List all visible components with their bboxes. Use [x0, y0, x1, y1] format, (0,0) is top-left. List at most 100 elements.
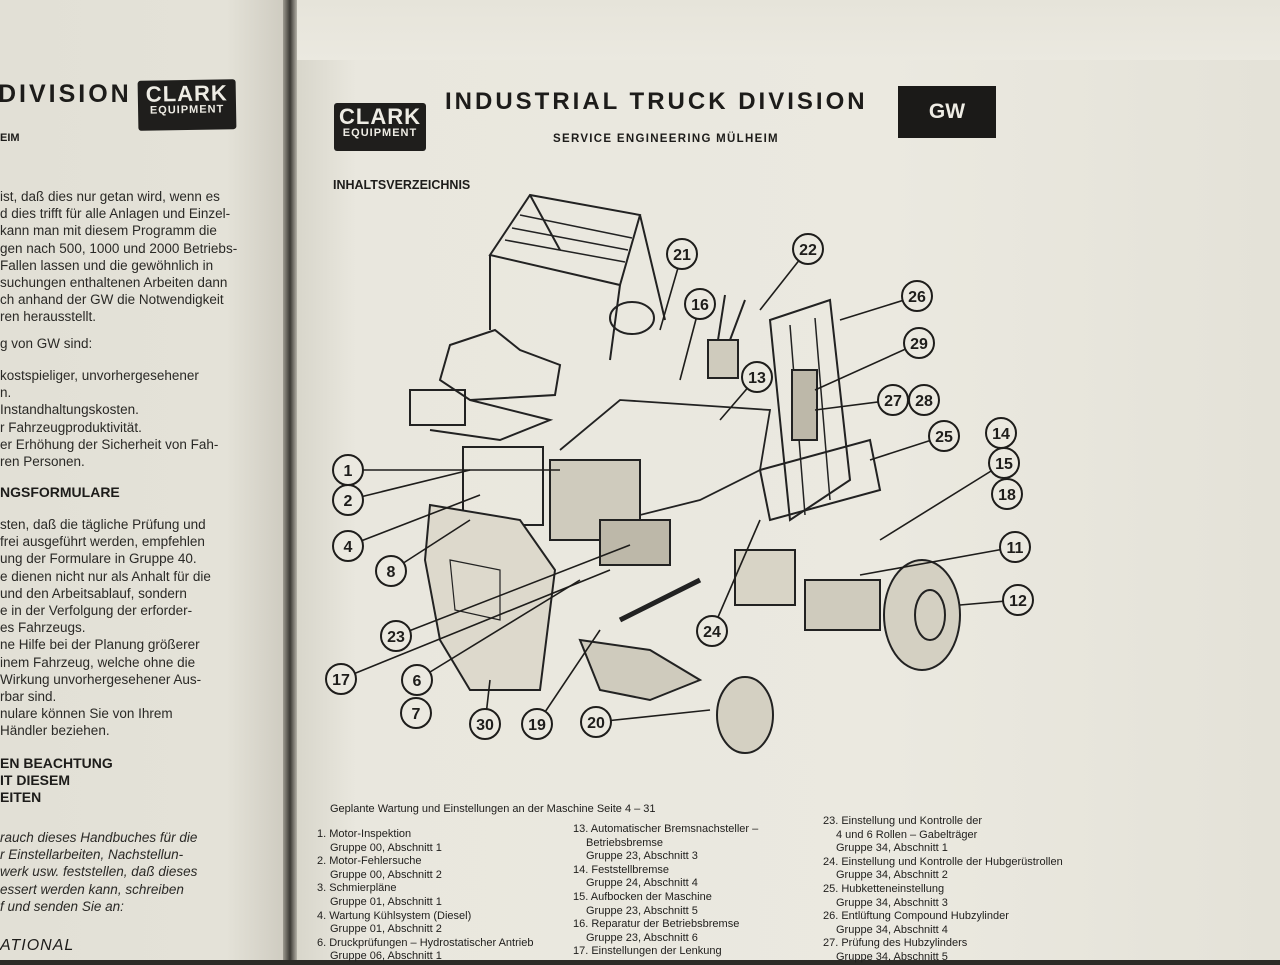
drive-wheel — [883, 559, 961, 671]
entry-title: 16. Reparatur der Betriebsbremse — [573, 918, 740, 931]
callout-number: 16 — [691, 297, 709, 314]
text-line: gen nach 500, 1000 und 2000 Betriebs- — [0, 240, 238, 256]
mast — [768, 298, 852, 522]
lift-cylinder — [791, 369, 818, 441]
entry-reference: Gruppe 23, Abschnitt 6 — [586, 931, 698, 944]
text-line: EITEN — [0, 789, 42, 805]
text-line: ung der Formulare in Gruppe 40. — [0, 551, 197, 567]
entry-title: 14. Feststellbremse — [573, 863, 669, 876]
entry-title: 26. Entlüftung Compound Hubzylinder — [823, 910, 1009, 923]
callout-circle — [332, 484, 364, 516]
left-header: DIVISION — [0, 80, 132, 108]
callout-number: 12 — [1009, 593, 1027, 610]
drive-axle — [804, 579, 881, 631]
right-page-top — [297, 0, 1280, 60]
callout-circle — [684, 288, 716, 320]
entry-title: 2. Motor-Fehlersuche — [317, 855, 422, 868]
text-line: Instandhaltungskosten. — [0, 402, 139, 418]
book-spine — [283, 0, 297, 960]
clark-logo: CLARK EQUIPMENT — [334, 103, 426, 151]
leader-line — [416, 579, 581, 681]
leader-line — [595, 709, 711, 723]
callout-number: 4 — [344, 539, 353, 556]
leader-line — [347, 494, 481, 547]
contents-entry: 13. Automatischer Bremsnachsteller –Betr… — [573, 823, 758, 864]
logo-subtext: EQUIPMENT — [342, 127, 418, 139]
entry-title: 13. Automatischer Bremsnachsteller – — [573, 823, 759, 835]
callout-circle — [332, 530, 364, 562]
left-paragraph-2: g von GW sind: — [0, 336, 93, 351]
entry-reference: Gruppe 00, Abschnitt 2 — [330, 868, 442, 881]
entry-reference: Gruppe 00, Abschnitt 1 — [330, 841, 442, 854]
left-heading-formulare: NGSFORMULARE — [0, 484, 120, 500]
callout-number: 23 — [387, 629, 405, 646]
entry-reference: Betriebsbremse — [586, 836, 664, 849]
callout-circle — [401, 664, 433, 696]
text-line: Wirkung unvorhergesehener Aus- — [0, 671, 202, 687]
callout-number: 8 — [387, 564, 396, 581]
text-line: ren herausstellt. — [0, 309, 97, 325]
entry-title: 3. Schmierpläne — [317, 882, 397, 895]
text-line: er Erhöhung der Sicherheit von Fah- — [0, 436, 219, 452]
callout-circle — [400, 697, 432, 729]
text-line: werk usw. feststellen, daß dieses — [0, 864, 198, 880]
left-subheader: EIM — [0, 132, 20, 144]
text-line: rbar sind. — [0, 689, 57, 705]
text-line: EN BEACHTUNG — [0, 755, 113, 771]
seat — [438, 328, 562, 402]
text-line: r Einstellarbeiten, Nachstellun- — [0, 847, 184, 863]
callout-circle — [999, 531, 1031, 563]
callout-circle — [741, 361, 773, 393]
callout-circle — [792, 233, 824, 265]
text-line: r Fahrzeugproduktivität. — [0, 419, 142, 435]
entry-title: 15. Aufbocken der Maschine — [573, 890, 712, 903]
callout-number: 24 — [703, 624, 721, 641]
text-line: d dies trifft für alle Anlagen und Einze… — [0, 206, 231, 222]
text-line: ist, daß dies nur getan wird, wenn es — [0, 189, 220, 204]
callout-circle — [380, 620, 412, 652]
entry-reference: Gruppe 34, Abschnitt 3 — [836, 896, 948, 909]
logo-text: CLARK — [339, 104, 421, 129]
entry-title: 23. Einstellung und Kontrolle der — [823, 815, 982, 827]
entry-title: 17. Einstellungen der Lenkung — [573, 945, 722, 958]
contents-column-2: 13. Automatischer Bremsnachsteller –Betr… — [573, 823, 758, 959]
callout-number: 28 — [915, 393, 933, 410]
entry-reference: Gruppe 01, Abschnitt 1 — [330, 895, 442, 908]
text-line: suchungen enthaltenen Arbeiten dann — [0, 275, 228, 291]
text-line: es Fahrzeugs. — [0, 620, 86, 636]
callout-number: 2 — [344, 493, 353, 510]
entry-reference: Gruppe 34, Abschnitt 4 — [836, 923, 948, 936]
text-line: kann man mit diesem Programm die — [0, 223, 217, 239]
entry-reference: Gruppe 23, Abschnitt 3 — [586, 850, 698, 863]
entry-title: 6. Druckprüfungen – Hydrostatischer Antr… — [317, 936, 534, 949]
text-line: kostspieliger, unvorhergesehener — [0, 368, 199, 383]
leader-line — [395, 544, 631, 637]
text-line: sten, daß die tägliche Prüfung und — [0, 517, 206, 532]
callout-circle — [901, 280, 933, 312]
leader-line — [347, 469, 471, 501]
entry-reference: 4 und 6 Rollen – Gabelträger — [836, 828, 978, 841]
callout-number: 22 — [799, 242, 817, 259]
entry-reference: Gruppe 24, Abschnitt 4 — [586, 877, 698, 890]
callout-circle — [991, 478, 1023, 510]
text-line: f und senden Sie an: — [0, 898, 124, 914]
entry-reference: Gruppe 34, Abschnitt 1 — [836, 842, 948, 855]
text-line: e dienen nicht nur als Anhalt für die — [0, 568, 211, 584]
battery — [409, 389, 466, 426]
leader-line — [536, 629, 601, 725]
diagram-caption: Geplante Wartung und Einstellungen an de… — [330, 803, 656, 815]
text-line: IT DIESEM — [0, 772, 71, 788]
contents-entry: 4. Wartung Kühlsystem (Diesel)Gruppe 01,… — [317, 910, 533, 937]
callout-number: 18 — [998, 487, 1016, 504]
callout-number: 26 — [908, 289, 926, 306]
entry-reference: Gruppe 34, Abschnitt 5 — [836, 950, 948, 963]
section-title: INHALTSVERZEICHNIS — [333, 178, 471, 192]
